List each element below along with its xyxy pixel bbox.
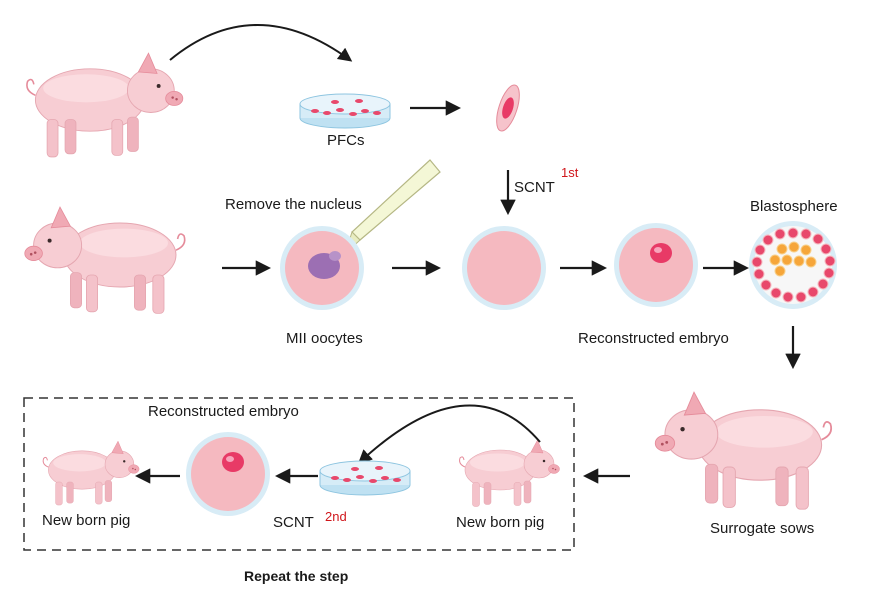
pig-icon	[459, 439, 560, 507]
pig-icon	[42, 440, 140, 506]
cell-icon	[462, 226, 546, 310]
label-remove-nucleus: Remove the nucleus	[225, 196, 362, 213]
arrow-newborn-to-dish	[357, 404, 541, 464]
cell-icon	[186, 432, 270, 516]
label-scnt-first-sup: 1st	[561, 165, 579, 180]
label-blastosphere: Blastosphere	[750, 198, 838, 215]
label-reconstructed-embryo-box: Reconstructed embryo	[148, 403, 299, 420]
cell-icon	[280, 226, 364, 310]
label-surrogate-sows: Surrogate sows	[710, 520, 815, 537]
petri-dish-icon	[319, 460, 411, 496]
repeat-step-box	[23, 397, 575, 551]
label-pfcs: PFCs	[327, 132, 365, 149]
pig-icon	[23, 206, 186, 315]
label-reconstructed-embryo-top: Reconstructed embryo	[578, 330, 729, 347]
label-new-born-pig-right: New born pig	[456, 514, 545, 531]
blastosphere-icon	[749, 221, 837, 309]
pig-icon	[26, 52, 184, 158]
petri-dish-icon	[299, 93, 391, 129]
label-scnt-second: SCNT	[273, 514, 314, 531]
label-scnt-first: SCNT	[514, 179, 555, 196]
cell-icon	[614, 223, 698, 307]
arrow-pig-to-dish	[169, 24, 353, 62]
label-repeat-step: Repeat the step	[244, 568, 349, 584]
label-scnt-second-sup: 2nd	[325, 509, 347, 524]
pig-icon	[654, 391, 833, 511]
label-new-born-pig-left: New born pig	[42, 512, 131, 529]
fibroblast-cell-icon	[496, 84, 520, 132]
label-mii-oocytes: MII oocytes	[286, 330, 363, 347]
